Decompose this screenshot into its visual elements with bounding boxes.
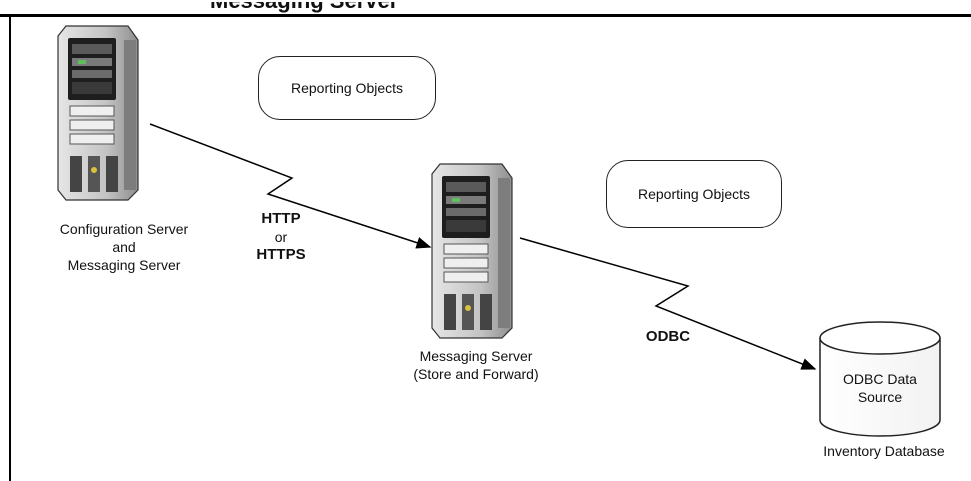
odbc-label: ODBC (645, 328, 691, 345)
config-server-label-line2: and (112, 239, 136, 255)
http-label-line1: HTTP (261, 210, 301, 227)
odbc-connection-line (519, 237, 817, 370)
diagram-heading: Messaging Server (210, 0, 399, 13)
database-icon (819, 321, 941, 437)
database-caption: Inventory Database (823, 443, 945, 459)
configuration-server-icon (57, 25, 139, 201)
config-server-label: Configuration Server and Messaging Serve… (26, 220, 222, 274)
messaging-server-label: Messaging Server (Store and Forward) (386, 347, 566, 383)
http-label-line2: or (274, 229, 288, 245)
reporting-objects-label-2: Reporting Objects (637, 186, 751, 202)
frame-left-border (9, 14, 11, 481)
config-server-label-line1: Configuration Server (59, 221, 189, 237)
database-inner-line2: Source (857, 389, 903, 405)
http-label: HTTP or HTTPS (246, 210, 316, 264)
reporting-objects-bubble-2: Reporting Objects (606, 160, 782, 228)
http-label-line3: HTTPS (256, 246, 306, 263)
messaging-server-label-line2: (Store and Forward) (413, 366, 539, 382)
database-inner-label: ODBC Data Source (820, 370, 940, 406)
frame-top-border (0, 14, 971, 17)
reporting-objects-bubble-1: Reporting Objects (258, 56, 436, 120)
messaging-server-icon (431, 163, 513, 339)
reporting-objects-label-1: Reporting Objects (290, 80, 404, 96)
http-connection-line (149, 123, 432, 249)
config-server-label-line3: Messaging Server (67, 257, 181, 273)
database-inner-line1: ODBC Data (843, 371, 917, 387)
messaging-server-label-line1: Messaging Server (419, 348, 533, 364)
